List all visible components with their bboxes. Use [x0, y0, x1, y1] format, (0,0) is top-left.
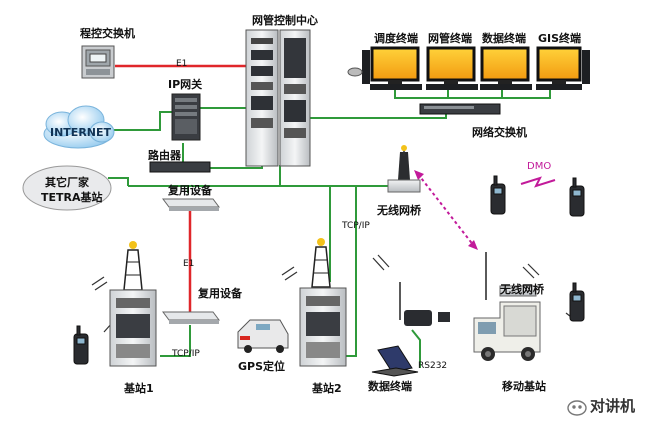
label-gps: GPS定位 [238, 360, 286, 373]
data-terminal-pc [480, 46, 532, 90]
label-e1-mid: E1 [183, 259, 195, 269]
label-tcp-ip-bottom: TCP/IP [172, 349, 200, 359]
label-network-switch: 网络交换机 [472, 126, 527, 139]
label-gis-terminal: GIS终端 [538, 32, 582, 45]
mobile-radio-unit [399, 282, 450, 326]
label-rs232: RS232 [418, 361, 448, 371]
link-mux-base1 [160, 325, 191, 357]
label-internet: INTERNET [50, 126, 112, 139]
data-terminal-laptop [371, 345, 419, 377]
link-tetra-bus [108, 177, 129, 186]
link-dataterm-rs232 [411, 329, 421, 368]
internet-cloud [43, 105, 115, 149]
label-wireless-bridge-right: 无线网桥 [500, 283, 544, 296]
label-base2: 基站2 [312, 382, 342, 395]
label-router: 路由器 [148, 149, 181, 162]
wireless-bridge-top-device [387, 145, 421, 193]
dispatch-terminal-pc [347, 46, 422, 90]
base-station-1 [109, 241, 157, 367]
radio-handset-1 [490, 175, 506, 215]
mux-device-top [162, 198, 220, 211]
link-internet-gateway [110, 111, 172, 131]
watermark-text: 对讲机 [590, 397, 636, 415]
label-dmo: DMO [527, 161, 552, 172]
terminal-computers [347, 46, 590, 90]
label-mobile-base: 移动基站 [502, 380, 546, 393]
label-ip-gateway: IP网关 [168, 78, 203, 91]
label-e1-top: E1 [176, 59, 188, 69]
base-station-2 [299, 238, 347, 367]
nms-center-racks [245, 29, 311, 167]
e1-links [115, 64, 246, 312]
tetra-cloud [22, 165, 112, 211]
radio-handset-3 [73, 325, 89, 365]
label-pbx: 程控交换机 [80, 27, 135, 40]
dmo-zigzag [520, 176, 556, 188]
label-dispatch-terminal: 调度终端 [374, 32, 418, 45]
radio-handset-2 [569, 177, 585, 217]
wireless-bridge-right-device [485, 252, 537, 300]
handheld-radios [73, 175, 585, 365]
label-other-tetra-1: 其它厂家 [45, 176, 89, 189]
radio-handset-4 [569, 282, 585, 322]
label-nms-terminal: 网管终端 [428, 32, 472, 45]
router-device [149, 161, 211, 173]
wireless-links [414, 170, 556, 250]
label-other-tetra-2: TETRA基站 [41, 191, 103, 204]
gis-terminal-pc [536, 46, 590, 90]
label-wireless-bridge-top: 无线网桥 [377, 204, 421, 217]
watermark-chat-icon [567, 400, 587, 416]
network-switch-device [419, 103, 501, 115]
label-mux-top: 复用设备 [168, 184, 212, 197]
label-nms-center: 网管控制中心 [252, 14, 318, 27]
label-mux-bottom: 复用设备 [198, 287, 242, 300]
ip-gateway-device [171, 93, 201, 141]
nms-terminal-pc [426, 46, 478, 90]
mobile-base-truck [473, 301, 541, 361]
label-data-terminal: 数据终端 [482, 32, 526, 45]
label-data-terminal-bottom: 数据终端 [368, 380, 412, 393]
wireless-bridge-link [417, 173, 475, 247]
mux-device-bottom [162, 311, 220, 324]
label-tcp-ip-right: TCP/IP [342, 221, 370, 231]
pbx-device [81, 45, 115, 79]
ethernet-links [108, 85, 551, 368]
gps-vehicle [237, 319, 289, 353]
link-tcpip-vertical [343, 186, 357, 357]
label-base1: 基站1 [124, 382, 154, 395]
